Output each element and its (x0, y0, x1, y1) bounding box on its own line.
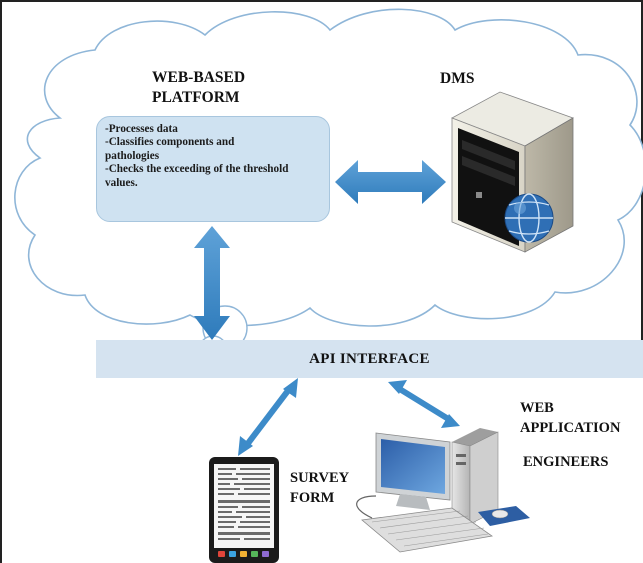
survey-form-line1: SURVEY (290, 470, 350, 486)
web-based-title-line2: PLATFORM (152, 89, 240, 106)
dms-label: DMS (440, 70, 475, 87)
globe-icon (504, 193, 554, 243)
platform-line-4: -Checks the exceeding of the threshold (105, 163, 289, 176)
double-arrow-platform-dms (335, 160, 446, 204)
survey-form-line2: FORM (290, 490, 335, 506)
api-interface-bar: API INTERFACE (96, 340, 643, 378)
engineers-label: ENGINEERS (523, 454, 609, 470)
frame-left-line (0, 0, 2, 563)
web-application-label: WEB APPLICATION (520, 398, 620, 438)
platform-line-5: values. (105, 176, 138, 189)
web-based-platform-title: WEB-BASED PLATFORM (152, 68, 245, 108)
platform-line-1: -Processes data (105, 123, 178, 135)
platform-functions-box: -Processes data -Classifies components a… (96, 116, 330, 222)
double-arrow-platform-api (194, 226, 230, 340)
double-arrow-api-tablet (238, 378, 298, 456)
platform-line-3: pathologies (105, 149, 160, 162)
api-interface-label: API INTERFACE (309, 350, 430, 367)
double-arrow-api-computer (388, 380, 460, 428)
survey-form-label: SURVEY FORM (290, 468, 349, 508)
frame-top-line (0, 0, 643, 2)
web-based-title-line1: WEB-BASED (152, 69, 246, 86)
platform-line-2: -Classifies components and (105, 136, 235, 149)
web-application-line2: APPLICATION (520, 420, 621, 436)
web-application-line1: WEB (520, 400, 554, 416)
